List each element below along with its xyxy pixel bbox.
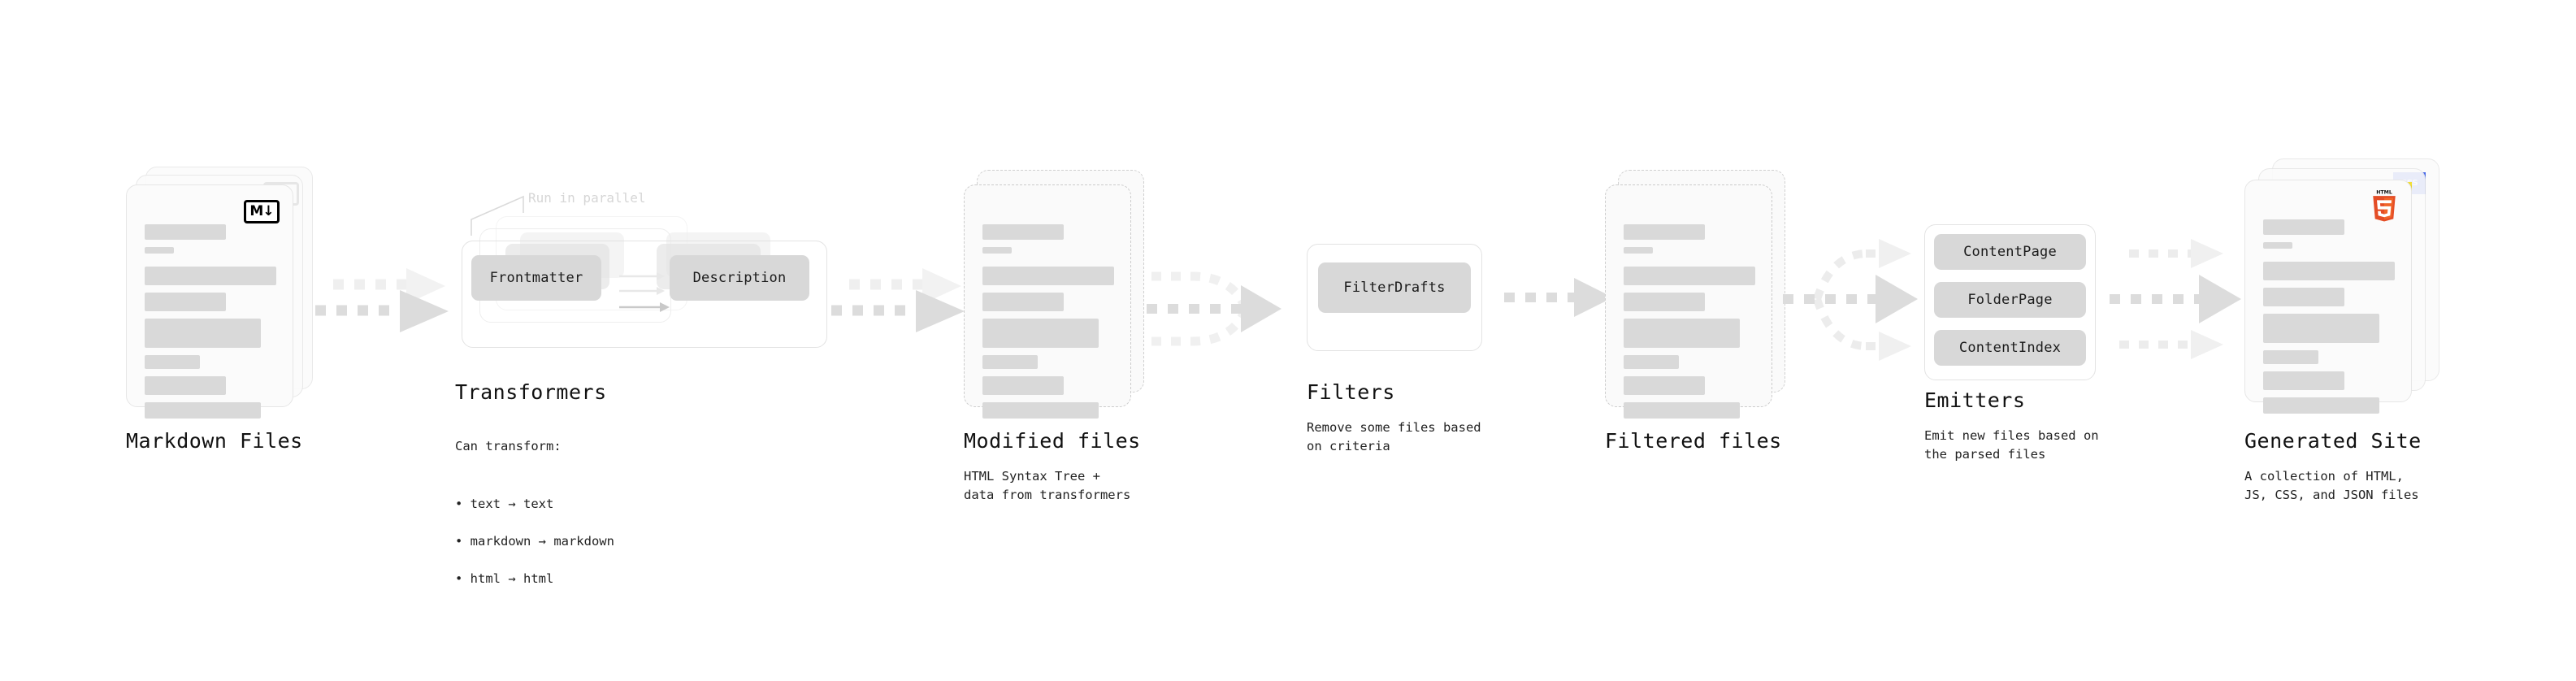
doc-line bbox=[1624, 355, 1680, 369]
stage-modified-files bbox=[964, 167, 1151, 419]
stage-markdown-files: M↓ M↓ M↓ bbox=[126, 167, 313, 419]
page-title-emitters: Emitters bbox=[1924, 388, 2026, 412]
run-in-parallel-bracket bbox=[471, 195, 524, 236]
doc-line bbox=[1624, 402, 1740, 419]
page-title-generated-site: Generated Site bbox=[2244, 429, 2422, 453]
generated-card-content bbox=[2263, 219, 2395, 414]
filters-chip-filterdrafts[interactable]: FilterDrafts bbox=[1318, 262, 1471, 313]
doc-line bbox=[982, 355, 1039, 369]
transformers-subtitle-intro: Can transform: bbox=[455, 438, 562, 453]
doc-line bbox=[982, 293, 1065, 311]
doc-line bbox=[1624, 247, 1653, 254]
doc-line bbox=[2263, 371, 2345, 390]
doc-line bbox=[145, 224, 227, 240]
doc-line bbox=[145, 247, 174, 254]
doc-line bbox=[145, 293, 227, 311]
modified-file-stack bbox=[964, 167, 1151, 419]
html5-shield-svg: HTML bbox=[2373, 189, 2396, 222]
generated-site-subtitle: A collection of HTML, JS, CSS, and JSON … bbox=[2244, 469, 2419, 502]
filtered-file-stack bbox=[1605, 167, 1792, 419]
arrow-filtered-to-emitters bbox=[1783, 239, 1918, 361]
markdown-file-stack: M↓ M↓ M↓ bbox=[126, 167, 313, 419]
arrow-filters-to-filtered bbox=[1504, 278, 1613, 317]
doc-line bbox=[145, 267, 276, 285]
arrow-markdown-to-transformers bbox=[315, 268, 449, 332]
doc-line bbox=[1624, 293, 1706, 311]
markdown-card-content bbox=[145, 224, 276, 419]
page-title-filtered-files: Filtered files bbox=[1605, 429, 1782, 453]
doc-line bbox=[145, 376, 227, 395]
stage-generated-site: CSS JS HTML bbox=[2244, 158, 2439, 414]
doc-line bbox=[982, 267, 1114, 285]
filters-subtitle: Remove some files based on criteria bbox=[1307, 420, 1481, 453]
generated-card-front-html: HTML bbox=[2244, 180, 2412, 414]
doc-line bbox=[1624, 376, 1706, 395]
list-item: • html → html bbox=[455, 570, 554, 586]
doc-line bbox=[982, 376, 1065, 395]
list-item: • markdown → markdown bbox=[455, 533, 614, 549]
doc-line bbox=[145, 402, 261, 419]
modified-files-subtitle: HTML Syntax Tree + data from transformer… bbox=[964, 469, 1131, 502]
run-in-parallel-label: Run in parallel bbox=[528, 190, 646, 206]
doc-line bbox=[982, 402, 1099, 419]
transformer-inner-arrows bbox=[619, 272, 670, 312]
page-title-markdown-files: Markdown Files bbox=[126, 429, 303, 453]
markdown-card-front: M↓ bbox=[126, 184, 293, 419]
doc-line bbox=[2263, 219, 2345, 235]
doc-line bbox=[145, 355, 201, 369]
modified-card-content bbox=[982, 224, 1114, 419]
filtered-card-front bbox=[1605, 184, 1772, 419]
emitters-subtitle: Emit new files based on the parsed files bbox=[1924, 428, 2099, 462]
markdown-icon: M↓ bbox=[244, 200, 280, 223]
transformer-chip-frontmatter[interactable]: Frontmatter bbox=[471, 255, 601, 301]
emitters-chip-contentindex[interactable]: ContentIndex bbox=[1934, 330, 2086, 366]
page-title-filters: Filters bbox=[1307, 380, 1395, 404]
html5-icon: HTML bbox=[2369, 189, 2400, 226]
transformers-bullet-list: • text → text • markdown → markdown • ht… bbox=[455, 476, 614, 607]
page-title-transformers: Transformers bbox=[455, 380, 607, 404]
filtered-card-content bbox=[1624, 224, 1755, 419]
svg-text:HTML: HTML bbox=[2376, 189, 2392, 195]
page-title-modified-files: Modified files bbox=[964, 429, 1141, 453]
transformer-chip-description[interactable]: Description bbox=[670, 255, 809, 301]
modified-card-front bbox=[964, 184, 1131, 419]
emitters-chip-contentpage[interactable]: ContentPage bbox=[1934, 234, 2086, 270]
doc-line bbox=[2263, 397, 2379, 414]
doc-line bbox=[1624, 224, 1706, 240]
generated-site-stack: CSS JS HTML bbox=[2244, 158, 2439, 414]
arrow-transformers-to-modified bbox=[831, 268, 965, 332]
transformer-group bbox=[462, 241, 827, 348]
doc-line bbox=[982, 224, 1065, 240]
doc-line bbox=[982, 319, 1099, 348]
list-item: • text → text bbox=[455, 496, 554, 511]
doc-line bbox=[145, 319, 261, 348]
arrow-emitters-to-site bbox=[2110, 239, 2241, 359]
doc-line bbox=[982, 247, 1012, 254]
transformers-subtitle: Can transform: • text → text • markdown … bbox=[455, 419, 614, 625]
doc-line bbox=[1624, 319, 1740, 348]
emitters-chip-folderpage[interactable]: FolderPage bbox=[1934, 282, 2086, 318]
doc-line bbox=[2263, 262, 2395, 280]
doc-line bbox=[2263, 350, 2319, 364]
arrow-modified-to-filters bbox=[1147, 271, 1281, 346]
stage-filtered-files bbox=[1605, 167, 1792, 419]
doc-line bbox=[2263, 314, 2379, 343]
doc-line bbox=[2263, 242, 2292, 249]
doc-line bbox=[1624, 267, 1755, 285]
doc-line bbox=[2263, 288, 2345, 306]
